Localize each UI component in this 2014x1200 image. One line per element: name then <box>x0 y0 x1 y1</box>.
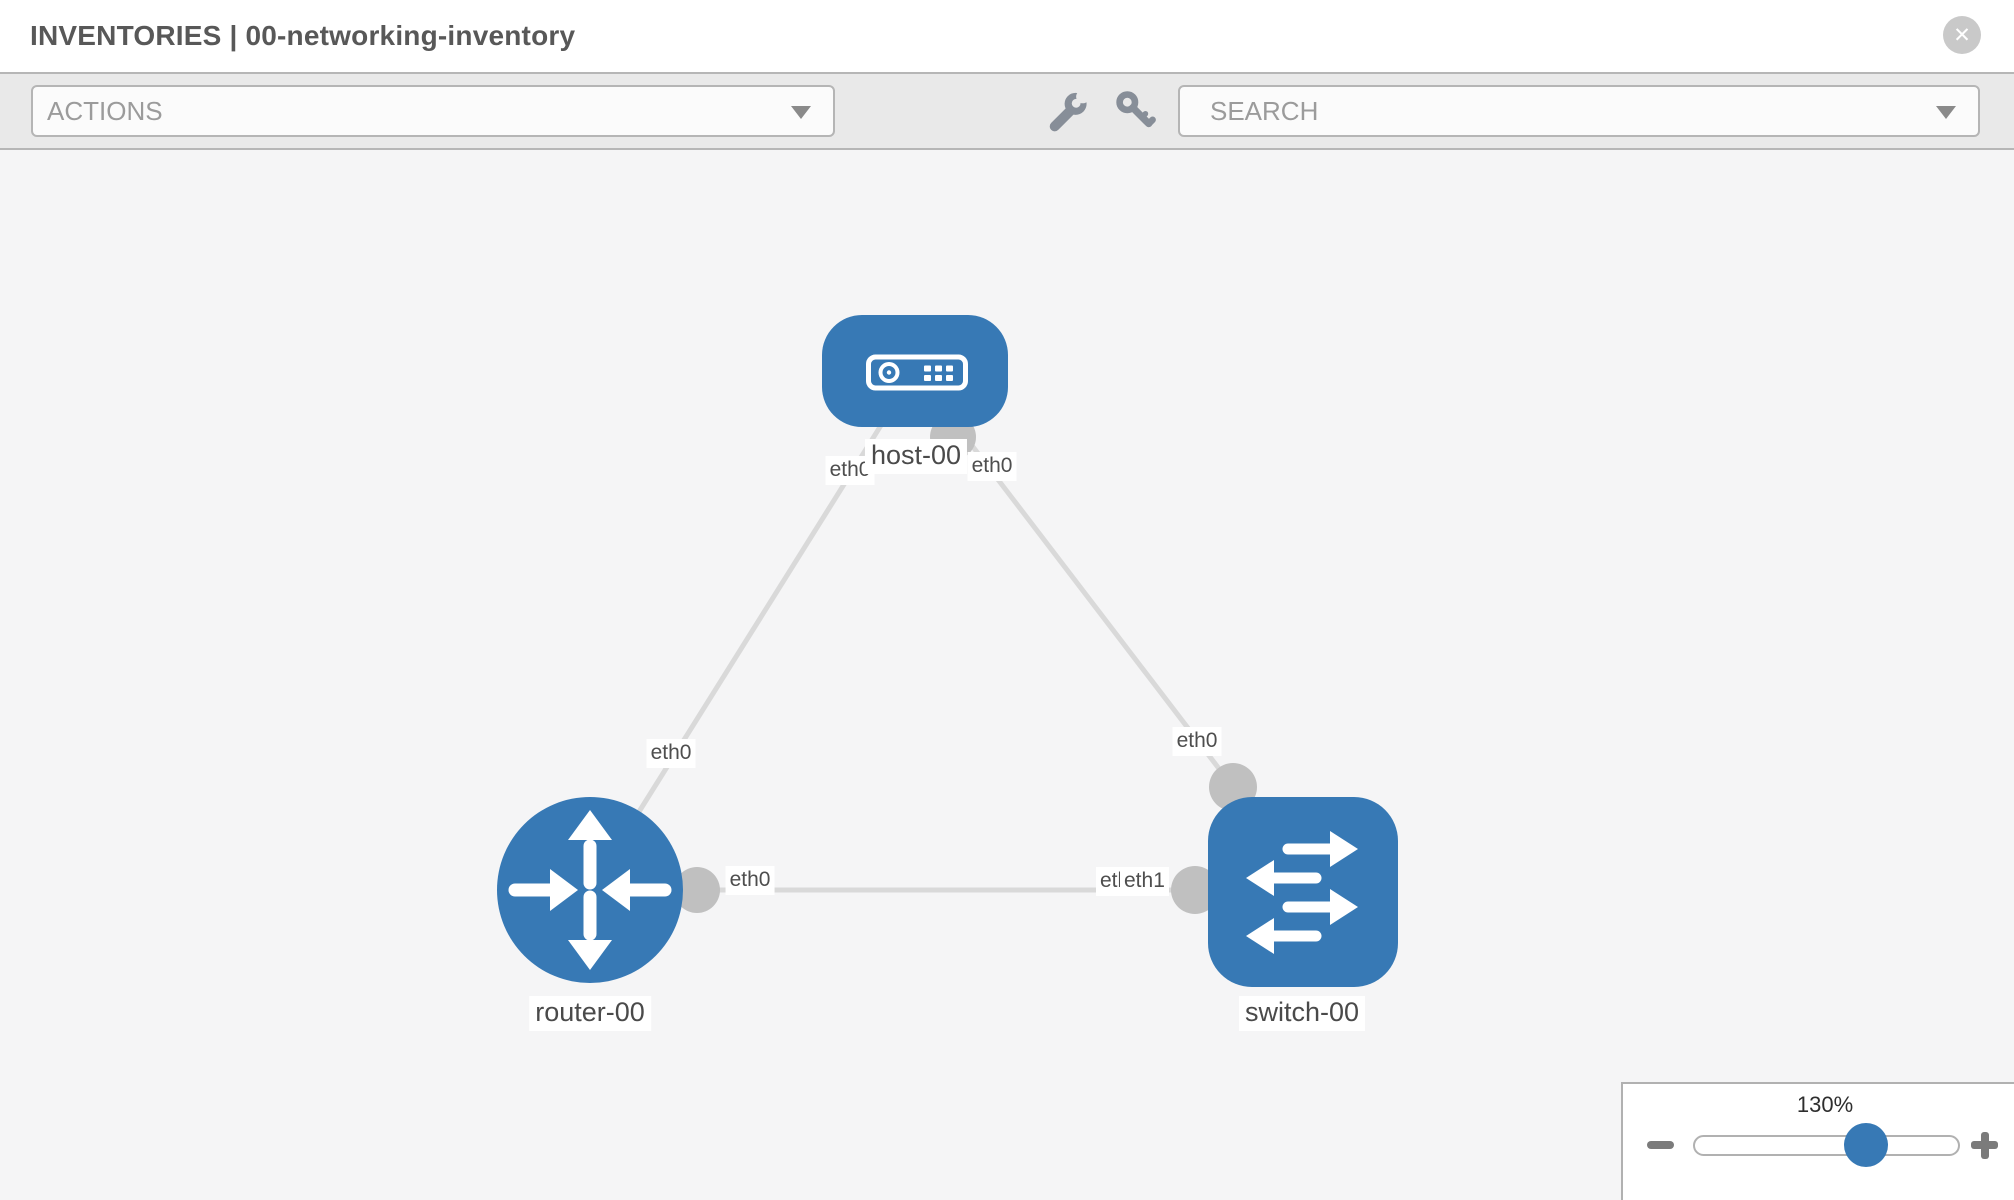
iface-label-router-eth0-top: eth0 <box>646 739 696 768</box>
connector-switch-left <box>1171 866 1219 914</box>
iface-label-switch-eth1-left: eth1 <box>1120 867 1169 896</box>
chevron-down-icon <box>1936 106 1956 119</box>
zoom-slider-handle[interactable] <box>1844 1123 1888 1167</box>
page-title: INVENTORIES | 00-networking-inventory <box>30 20 576 51</box>
chevron-down-icon <box>791 106 811 119</box>
actions-dropdown[interactable]: ACTIONS <box>31 85 835 137</box>
iface-label-router-eth0-right: eth0 <box>725 866 775 895</box>
iface-label-switch-eth0-top: eth0 <box>1172 727 1222 756</box>
zoom-in-button-bar[interactable] <box>1980 1131 1989 1159</box>
close-icon: ✕ <box>1953 23 1971 47</box>
wrench-icon <box>1047 89 1091 138</box>
node-switch-00[interactable] <box>1208 797 1398 987</box>
host-icon <box>866 354 968 391</box>
configure-button[interactable] <box>1046 89 1092 138</box>
node-label-switch-00: switch-00 <box>1238 996 1366 1031</box>
zoom-slider-track[interactable] <box>1693 1135 1960 1156</box>
zoom-panel: 130% <box>1621 1082 2014 1200</box>
node-label-host-00: host-00 <box>864 439 968 474</box>
node-router-00[interactable] <box>497 797 683 983</box>
node-label-router-00: router-00 <box>529 996 651 1031</box>
toolbar: ACTIONS SEARCH <box>0 72 2014 150</box>
node-host-00[interactable] <box>822 315 1008 427</box>
credentials-button[interactable] <box>1112 90 1158 136</box>
iface-label-host-eth0-left: eth0 <box>825 456 875 485</box>
zoom-out-button[interactable] <box>1647 1141 1674 1149</box>
zoom-level-value: 130% <box>1796 1092 1854 1117</box>
search-dropdown[interactable]: SEARCH <box>1178 85 1980 137</box>
key-icon <box>1113 89 1157 138</box>
connector-router-right <box>674 867 720 913</box>
close-button[interactable]: ✕ <box>1943 16 1981 54</box>
actions-dropdown-label: ACTIONS <box>47 95 163 126</box>
switch-icon <box>1246 831 1358 954</box>
iface-label-host-eth0-right: eth0 <box>967 452 1017 481</box>
page-header: INVENTORIES | 00-networking-inventory ✕ <box>0 0 2014 72</box>
topology-canvas[interactable]: eth0 eth0 eth0 eth0 eth0 eth0 eth1 host-… <box>0 150 2014 1200</box>
search-dropdown-label: SEARCH <box>1210 95 1319 126</box>
router-icon <box>508 810 672 970</box>
